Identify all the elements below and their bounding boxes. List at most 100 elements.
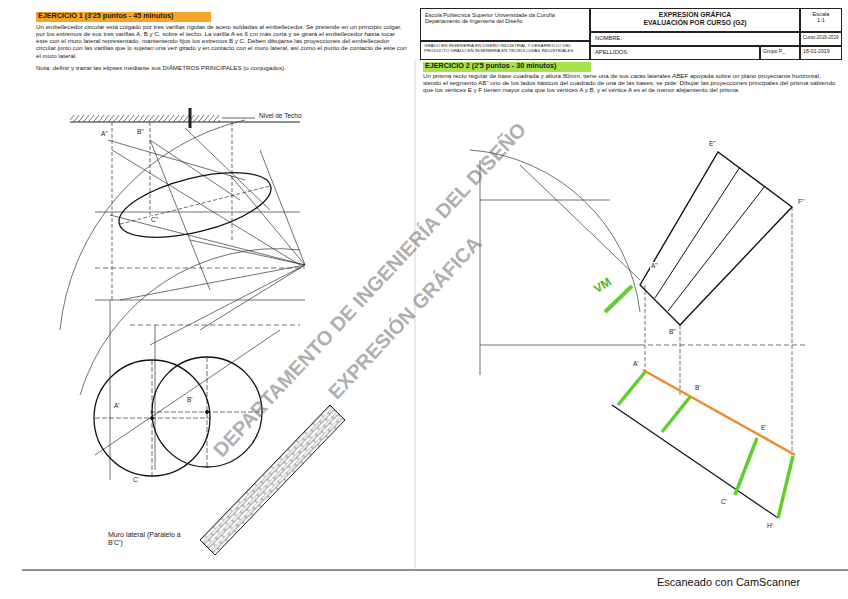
point-label: H': [766, 522, 774, 529]
scanner-credit: Escaneado con CamScanner: [657, 576, 800, 589]
construction-lines: [60, 120, 305, 480]
cell-text: Grupo P_: [763, 49, 797, 55]
cell-text: 1:1: [803, 17, 839, 23]
construction-lines: [60, 120, 245, 330]
prism-elevation: [655, 167, 740, 298]
point-label: A'': [100, 130, 109, 137]
construction-lines: [130, 325, 300, 326]
trim-circles: [207, 357, 208, 467]
construction-lines: [112, 122, 113, 300]
degree-cell: GRADO EN INGENIERÍA EN DISEÑO INDUSTRIAL…: [420, 41, 590, 60]
date-cell: 18-01-2019: [800, 46, 842, 60]
construction-lines: [112, 150, 300, 265]
page-frame: [22, 60, 848, 570]
watermark: DEPARTAMENTO DE INGENIERÍA DEL DISEÑO: [209, 118, 531, 461]
side-wall: [200, 405, 345, 555]
prism-plan: [778, 456, 793, 518]
point-label: A': [632, 360, 640, 367]
cell-text: Escala: [803, 11, 839, 17]
exercise-statement: Un embellecedor circular está colgado po…: [36, 23, 408, 59]
cell-text: Curso 2018-2019: [803, 35, 839, 40]
cell-text: APELLIDOS:: [595, 49, 755, 56]
construction-lines: [232, 122, 233, 240]
construction-lines: [150, 140, 210, 290]
wall-label: Muro lateral (Paralelo a B'C'): [108, 531, 190, 547]
cell-text: Departamento de Ingeniería del Diseño: [425, 18, 585, 24]
trim-circles: [152, 360, 153, 478]
page-frame: [22, 570, 848, 571]
scale-cell: Escala1:1: [800, 8, 842, 32]
prism-plan: [618, 372, 645, 405]
note-text: Nota: definir y trazar las elipses media…: [36, 64, 408, 71]
year-cell: Curso 2018-2019: [800, 32, 842, 46]
prism-plan: [662, 397, 690, 432]
construction-lines: [260, 150, 305, 265]
reference-lines: [480, 200, 610, 201]
logo-cell: Escola Politécnica Superior Universidade…: [420, 8, 590, 41]
cell-text: GRADO EN INGENIERÍA EN DISEÑO INDUSTRIAL…: [424, 43, 586, 53]
construction-lines: [150, 140, 240, 200]
construction-lines: [200, 265, 305, 330]
point-label: F'': [797, 198, 805, 205]
point-label: E'': [708, 140, 717, 147]
reference-lines: [792, 207, 793, 455]
trim-circles: [151, 417, 154, 420]
reference-lines: [480, 160, 481, 375]
trim-ellipse: [120, 186, 270, 224]
title-cell: EXPRESIÓN GRÁFICAEVALUACIÓN POR CURSO (G…: [590, 8, 800, 32]
prism-plan: [612, 370, 795, 518]
cell-text: EJERCICIO 1 (3'25 puntos - 45 minutos): [38, 12, 209, 20]
trim-circles: [95, 418, 210, 419]
exercise-statement: Un prisma recto regular de base cuadrada…: [423, 72, 838, 93]
exercise-heading: EJERCICIO 2 (2'5 puntos - 30 minutos): [423, 62, 591, 72]
construction-lines: [185, 128, 270, 210]
trim-ellipse: [113, 160, 277, 250]
name-field: NOMBRE:: [590, 32, 800, 46]
point-label: B'': [668, 328, 677, 335]
point-label: C': [132, 476, 140, 483]
ceiling: [70, 121, 300, 122]
exercise-heading: EJERCICIO 1 (3'25 puntos - 45 minutos): [36, 12, 211, 22]
construction-lines: [190, 240, 305, 265]
group-cell: Grupo P_: [760, 46, 800, 60]
prism-plan: [735, 438, 757, 495]
cell-text: EJERCICIO 2 (2'5 puntos - 30 minutos): [425, 62, 589, 70]
point-label: B'': [136, 128, 145, 135]
point-label: E': [760, 424, 768, 431]
cell-text: Escola Politécnica Superior Universidade…: [425, 12, 585, 18]
trim-circles: [206, 411, 209, 414]
reference-label: Nivel de Techo: [258, 112, 303, 119]
reference-lines: [640, 345, 805, 346]
construction-lines: [150, 122, 151, 215]
construction-lines: [95, 212, 300, 213]
construction-lines: [95, 268, 305, 269]
point-label: B': [186, 396, 194, 403]
cell-text: 18-01-2019: [803, 49, 839, 55]
prism-plan: [612, 405, 778, 518]
reference-lines: [520, 165, 640, 280]
reference-lines: [645, 285, 646, 370]
construction-lines: [110, 300, 111, 480]
prism-elevation: [640, 152, 792, 325]
point-label: A': [113, 402, 121, 409]
reference-lines: [480, 345, 640, 346]
reference-lines: [680, 325, 681, 395]
point-label: C'': [150, 216, 159, 223]
point-label: A'': [650, 262, 659, 269]
point-label: B': [694, 384, 702, 391]
side-wall: [200, 405, 345, 555]
reference-lines: [470, 150, 640, 312]
ceiling: [189, 108, 192, 128]
construction-lines: [150, 265, 305, 345]
cell-text: NOMBRE:: [595, 35, 795, 42]
construction-lines: [95, 330, 280, 455]
prism-elevation: [668, 186, 765, 311]
cell-text: EXPRESIÓN GRÁFICA: [595, 11, 795, 19]
reference-lines: [470, 150, 805, 455]
construction-lines: [155, 325, 156, 470]
point-label: C': [720, 498, 728, 505]
construction-lines: [95, 300, 305, 301]
prism-elevation: [605, 152, 792, 325]
ceiling: [70, 115, 220, 122]
